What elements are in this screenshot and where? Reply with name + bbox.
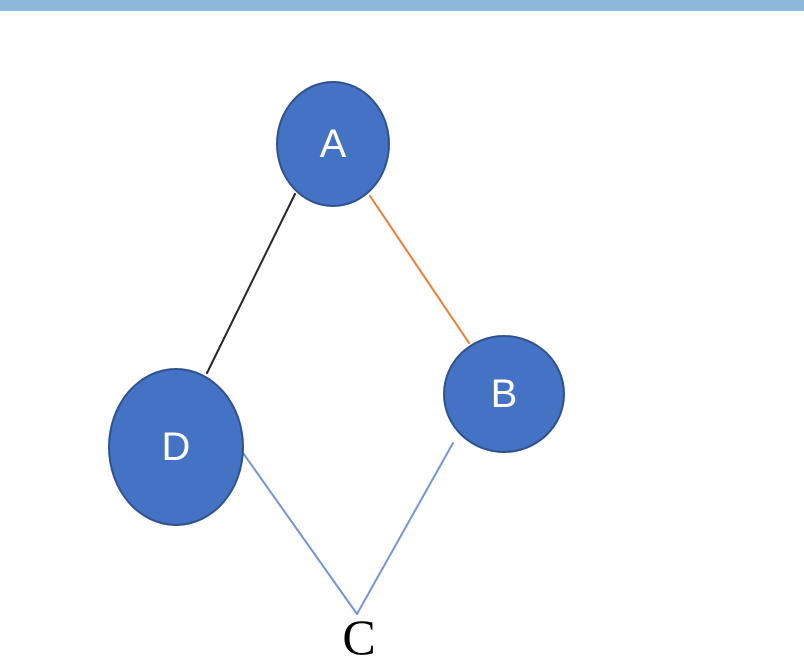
node-a-label: A [319, 122, 347, 166]
node-a[interactable]: A [276, 81, 390, 207]
node-d[interactable]: D [108, 368, 244, 526]
top-accent-bar [0, 0, 804, 11]
edge-b-c[interactable] [356, 442, 454, 615]
node-b[interactable]: B [443, 335, 565, 453]
node-b-label: B [490, 372, 518, 416]
node-d-label: D [161, 425, 191, 469]
node-c-label[interactable]: C [342, 609, 376, 662]
edge-a-b[interactable] [369, 195, 470, 344]
edge-d-c[interactable] [242, 452, 358, 615]
edge-a-d[interactable] [206, 193, 296, 374]
